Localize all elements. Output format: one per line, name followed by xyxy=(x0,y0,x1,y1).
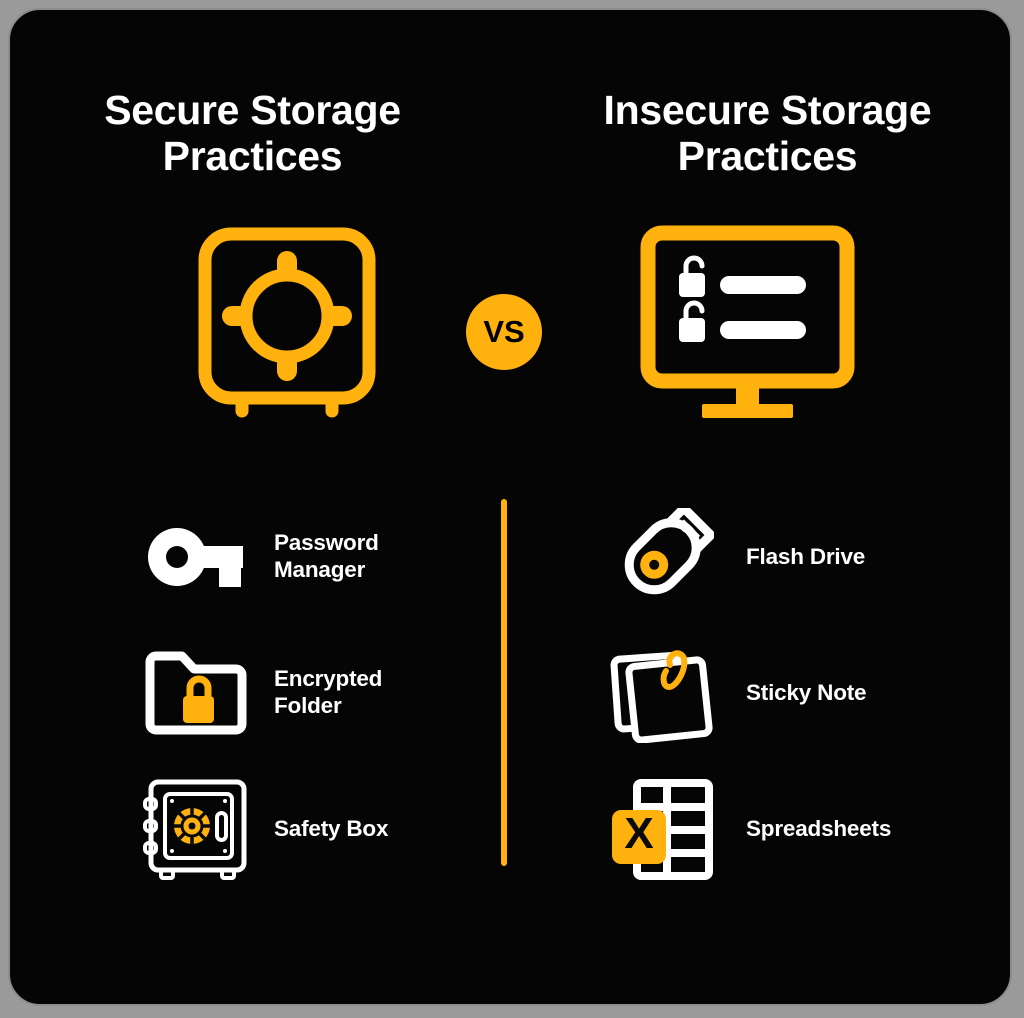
insecure-items-list: Flash Drive Sticky Note xyxy=(602,498,962,906)
hero-icons-row xyxy=(10,225,1010,445)
list-item-label: Spreadsheets xyxy=(746,815,892,841)
encrypted-folder-icon xyxy=(136,638,256,748)
list-item-label: Flash Drive xyxy=(746,543,866,569)
list-item: Sticky Note xyxy=(602,634,962,752)
sticky-note-icon xyxy=(602,638,722,748)
key-icon xyxy=(136,502,256,612)
headings-row: Secure Storage Practices Insecure Storag… xyxy=(10,87,1010,180)
insecure-column-header: Insecure Storage Practices xyxy=(507,87,1010,180)
list-item: X Spreadsheets xyxy=(602,770,962,888)
insecure-heading: Insecure Storage Practices xyxy=(603,87,932,179)
infographic-card: Secure Storage Practices Insecure Storag… xyxy=(8,8,1012,1006)
list-item-label: Sticky Note xyxy=(746,679,867,705)
secure-items-list: Password Manager Encrypted Folder xyxy=(136,498,476,906)
list-item-label: Safety Box xyxy=(274,815,389,841)
column-divider xyxy=(501,499,507,866)
spreadsheet-badge-letter: X xyxy=(624,809,653,858)
safe-vault-icon xyxy=(196,225,378,425)
list-item: Flash Drive xyxy=(602,498,962,616)
list-item: Encrypted Folder xyxy=(136,634,476,752)
open-padlock-icon xyxy=(679,300,705,342)
vs-badge: VS xyxy=(466,294,542,370)
list-item-label: Password Manager xyxy=(274,530,379,582)
list-item-label: Encrypted Folder xyxy=(274,666,383,718)
flash-drive-icon xyxy=(602,502,722,612)
vs-badge-label: VS xyxy=(483,314,525,349)
spreadsheet-icon: X xyxy=(602,774,722,884)
secure-column-header: Secure Storage Practices xyxy=(10,87,507,180)
list-item: Password Manager xyxy=(136,498,476,616)
list-item: Safety Box xyxy=(136,770,476,888)
secure-heading: Secure Storage Practices xyxy=(104,87,401,179)
open-padlock-icon xyxy=(679,255,705,297)
safety-box-icon xyxy=(136,774,256,884)
monitor-unlocked-passwords-icon xyxy=(640,225,855,425)
